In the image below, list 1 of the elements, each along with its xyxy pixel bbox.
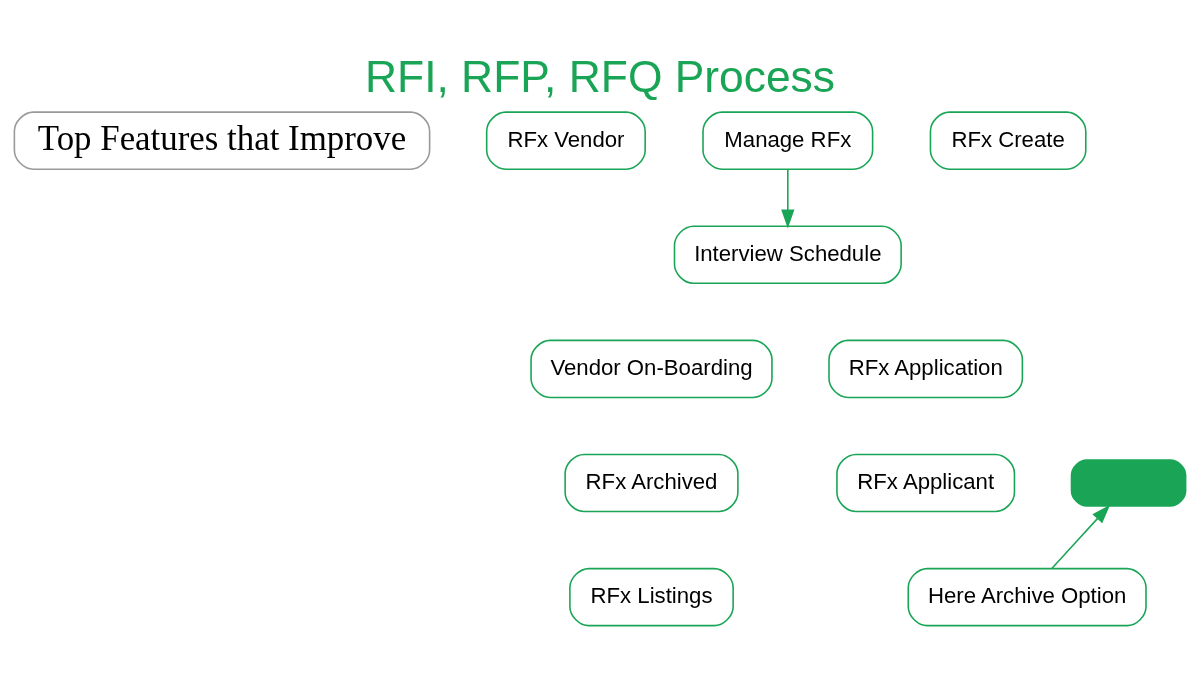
diagram-title: RFI, RFP, RFQ Process (365, 51, 835, 101)
